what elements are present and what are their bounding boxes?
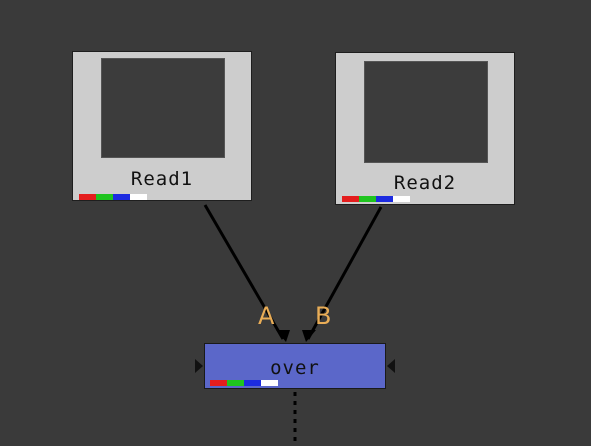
read1-node[interactable]: Read1 (72, 51, 252, 201)
alpha-channel-swatch (393, 196, 410, 202)
input-a-arrowhead (276, 330, 290, 342)
merge-label: over (270, 357, 320, 379)
merge-over-node[interactable]: over (204, 343, 386, 389)
read2-channel-indicator (342, 196, 410, 202)
red-channel-swatch (342, 196, 359, 202)
read2-node[interactable]: Read2 (335, 52, 515, 205)
read2-thumbnail (364, 61, 488, 163)
input-b-arrowhead (302, 330, 316, 342)
blue-channel-swatch (376, 196, 393, 202)
red-channel-swatch (210, 380, 227, 386)
alpha-channel-swatch (261, 380, 278, 386)
read1-thumbnail (101, 58, 225, 158)
green-channel-swatch (96, 194, 113, 200)
side-input-arrow-icon[interactable] (387, 359, 395, 373)
mask-input-arrow-icon[interactable] (195, 359, 203, 373)
input-b-label[interactable]: B (315, 302, 332, 330)
read2-label: Read2 (393, 172, 457, 194)
blue-channel-swatch (244, 380, 261, 386)
alpha-channel-swatch (130, 194, 147, 200)
green-channel-swatch (359, 196, 376, 202)
merge-channel-indicator (210, 380, 278, 386)
blue-channel-swatch (113, 194, 130, 200)
read1-channel-indicator (79, 194, 147, 200)
read1-label: Read1 (130, 168, 194, 190)
red-channel-swatch (79, 194, 96, 200)
green-channel-swatch (227, 380, 244, 386)
input-a-label[interactable]: A (258, 302, 275, 330)
